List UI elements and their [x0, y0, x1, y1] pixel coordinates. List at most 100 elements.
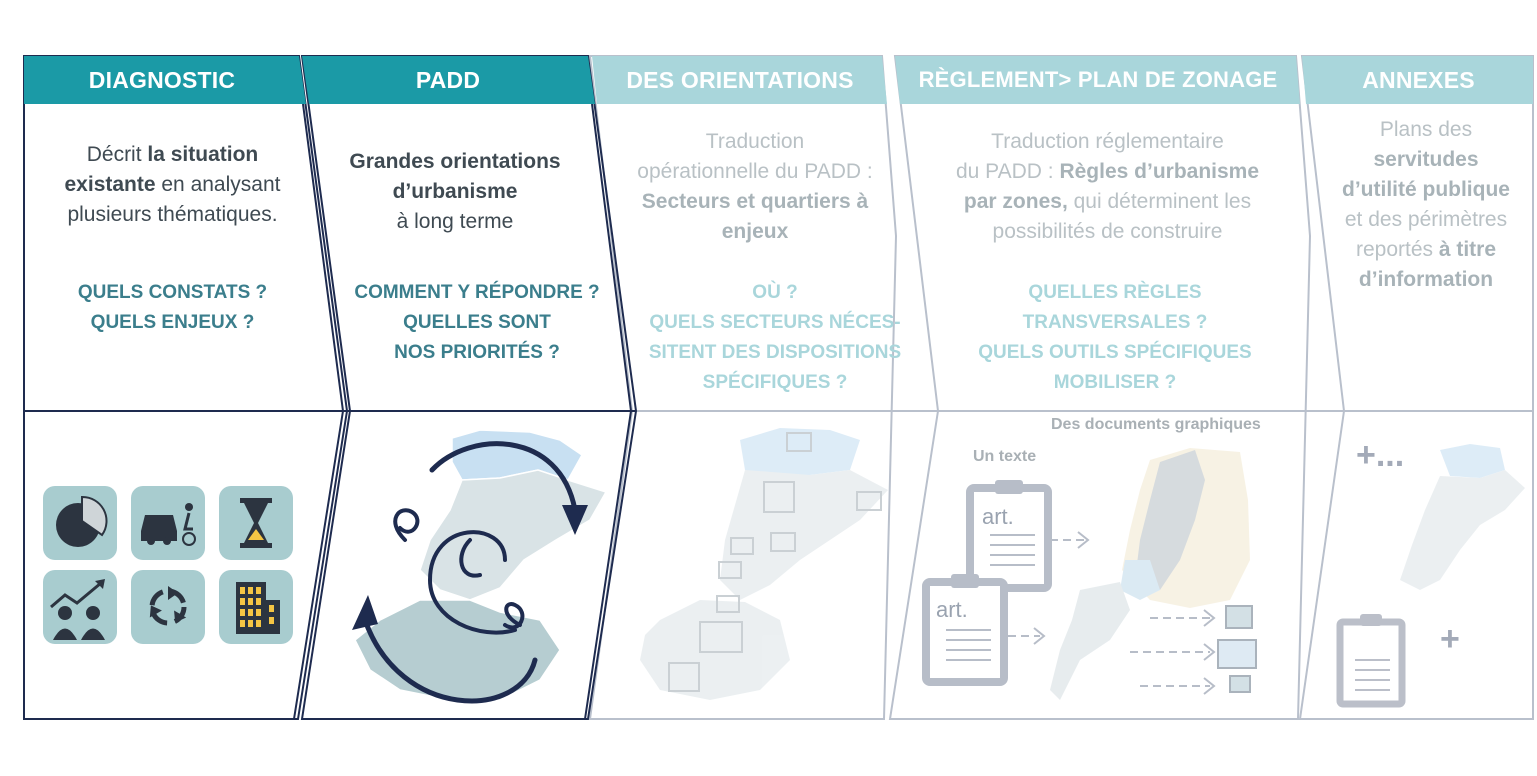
description-text: Règles d’urbanisme	[1059, 160, 1260, 183]
question-line: NOS PRIORITÉS ?	[394, 342, 560, 363]
question-line: COMMENT Y RÉPONDRE ?	[354, 282, 600, 303]
annex-clipboard	[1336, 618, 1406, 708]
map-region-middle	[419, 469, 608, 601]
sector-box	[763, 481, 795, 513]
question-line: QUELLES SONT	[403, 312, 551, 333]
description-text: qui déterminent les	[1067, 190, 1252, 213]
description-line: servitudes	[1316, 145, 1536, 175]
header-padd: PADD	[415, 67, 481, 93]
description-text: par zones,	[963, 190, 1068, 213]
header-bar-padd	[302, 56, 595, 104]
recycle-icon	[131, 570, 205, 644]
annex-clip	[1360, 614, 1382, 626]
description-line: Secteurs et quartiers à	[605, 187, 905, 217]
sector-box	[718, 561, 742, 579]
description-line: d’utilité publique	[1316, 175, 1536, 205]
description-line: Traduction réglementaire	[905, 127, 1310, 157]
orient-map-north	[740, 428, 860, 478]
car-bike-icon	[131, 486, 205, 560]
orient-map-south	[640, 600, 790, 700]
label-text-document: Un texte	[973, 448, 1037, 465]
doc-art-label: art.	[936, 597, 968, 622]
description-text: Secteurs et quartiers à	[641, 190, 869, 213]
plus-more-icon: +...	[1356, 436, 1405, 474]
description-line: du PADD : Règles d’urbanisme	[905, 157, 1310, 187]
zoning-map-blue	[1120, 560, 1160, 600]
swirl-right	[503, 602, 525, 630]
doc-large-bottom	[922, 574, 1008, 686]
question-line: QUELS SECTEURS NÉCES-	[649, 312, 901, 333]
question-line: TRANSVERSALES ?	[1022, 312, 1208, 333]
question-line: QUELS OUTILS SPÉCIFIQUES	[978, 342, 1252, 363]
header-bar-diagnostic	[24, 56, 306, 104]
swirl-arrows	[352, 441, 588, 704]
description-line: Grandes orientations	[320, 147, 590, 177]
swirl-top-arrowhead	[562, 505, 588, 535]
description-text: Plans des	[1379, 118, 1473, 141]
description-line: reportés à titre	[1316, 235, 1536, 265]
doc-clip	[951, 574, 979, 588]
header-bar-reglement	[895, 56, 1300, 104]
description-text: enjeux	[721, 220, 789, 243]
description-line: existante en analysant	[30, 170, 315, 200]
header-diagnostic: DIAGNOSTIC	[88, 67, 236, 93]
doc-clip	[995, 480, 1023, 494]
sector-box	[730, 537, 754, 555]
doc-large-top	[966, 480, 1052, 592]
swirl-center-inner	[459, 538, 482, 578]
label-graphic-documents: Des documents graphiques	[1051, 416, 1261, 433]
questions-padd: COMMENT Y RÉPONDRE ? QUELLES SONT NOS PRIO…	[332, 278, 622, 368]
zoning-map-grey	[1135, 450, 1205, 590]
header-bars	[24, 56, 1533, 104]
description-text: à titre	[1438, 238, 1497, 261]
diagnostic-icons	[43, 486, 293, 644]
description-text: Décrit	[86, 143, 148, 166]
header-orientations: DES ORIENTATIONS	[626, 67, 854, 93]
header-annexes: ANNEXES	[1362, 67, 1475, 93]
plus-icon: +	[1440, 620, 1460, 658]
description-text: plusieurs thématiques.	[67, 203, 278, 226]
orientations-map	[640, 428, 888, 700]
header-reglement: RÈGLEMENT> PLAN DE ZONAGE	[918, 67, 1278, 92]
description-line: opérationnelle du PADD :	[605, 157, 905, 187]
description-orientations: Traduction opérationnelle du PADD : Secteu…	[605, 127, 905, 247]
swirl-left	[393, 508, 420, 542]
header-bar-orientations	[592, 56, 887, 104]
map-region-north	[451, 429, 583, 481]
description-text: en analysant	[155, 173, 281, 196]
question-line: OÙ ?	[752, 282, 798, 303]
description-text: d’urbanisme	[392, 180, 518, 203]
description-padd: Grandes orientations d’urbanisme à long te…	[320, 147, 590, 237]
sector-box	[786, 432, 812, 452]
question-line: MOBILISER ?	[1053, 372, 1177, 393]
doc-clipboard	[966, 484, 1052, 592]
annexes-graphics	[1336, 444, 1525, 708]
sector-box	[668, 662, 700, 692]
swirl-top-arrow	[429, 441, 578, 513]
description-text: Traduction	[705, 130, 805, 153]
annex-map-body	[1400, 470, 1525, 590]
orient-map-middle	[720, 470, 888, 600]
reglement-graphics	[922, 448, 1257, 700]
description-line: Décrit la situation	[30, 140, 315, 170]
sector-box	[699, 621, 743, 653]
description-line: à long terme	[320, 207, 590, 237]
hourglass-icon	[219, 486, 293, 560]
question-line: SITENT DES DISPOSITIONS	[648, 342, 902, 363]
orient-sector-boxes	[668, 432, 882, 692]
sector-box	[856, 491, 882, 511]
description-text: à long terme	[396, 210, 514, 233]
description-line: enjeux	[605, 217, 905, 247]
questions-orientations: OÙ ? QUELS SECTEURS NÉCES- SITENT DES DISP…	[620, 278, 930, 398]
padd-map	[352, 429, 608, 704]
description-text: Traduction réglementaire	[991, 130, 1224, 153]
header-bar-annexes	[1302, 56, 1533, 104]
description-text: d’information	[1358, 268, 1494, 291]
sector-box	[770, 532, 796, 552]
map-region-south	[354, 599, 561, 701]
description-line: et des périmètres	[1316, 205, 1536, 235]
population-growth-icon	[43, 570, 117, 644]
question-line: QUELS ENJEUX ?	[90, 312, 255, 333]
annex-map-north	[1440, 444, 1505, 478]
